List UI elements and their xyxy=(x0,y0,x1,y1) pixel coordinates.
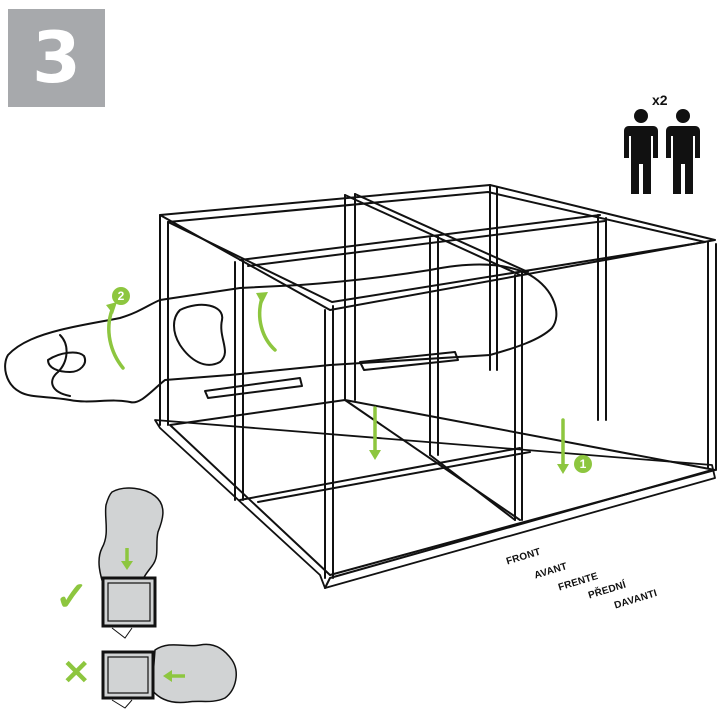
callout-badge-2: 2 xyxy=(112,287,130,305)
frame-bottom-mid-b xyxy=(344,399,521,521)
groundsheet-hole-right xyxy=(359,351,459,371)
pole-back-mid xyxy=(344,193,356,401)
step-number: 3 xyxy=(32,17,81,99)
callout-badge-1: 1 xyxy=(574,455,592,473)
check-icon: ✓ xyxy=(55,575,89,619)
floor-outline xyxy=(154,419,716,589)
step-number-box: 3 xyxy=(8,9,105,107)
frame-top-cross-b xyxy=(247,220,606,267)
frame-bottom-mid-c xyxy=(257,451,531,503)
fold-arrow-mid xyxy=(257,296,277,352)
front-label-fr: AVANT xyxy=(533,561,569,582)
drop-arrow-center-head xyxy=(369,450,381,460)
frame-top-outer xyxy=(159,184,716,311)
pole-front-left xyxy=(324,305,334,579)
front-labels: FRONT AVANT FRENTE PŘEDNÍ DAVANTI xyxy=(505,545,705,612)
frame-top-cross-d xyxy=(354,193,529,273)
pole-right-back xyxy=(597,214,607,421)
groundsheet-flap xyxy=(173,303,226,366)
people-count-label: x2 xyxy=(652,92,668,108)
fold-arrow-mid-head xyxy=(256,292,268,304)
pole-right-front xyxy=(707,241,717,471)
frame-bottom-mid-a xyxy=(239,447,521,501)
two-people-icon xyxy=(624,109,700,194)
groundsheet-hole-center xyxy=(204,377,303,399)
inset-wrong xyxy=(101,643,237,709)
frame-top-inner xyxy=(167,191,706,303)
front-label-en: FRONT xyxy=(505,546,543,568)
frame-top-cross-a xyxy=(239,214,601,261)
groundsheet-hole-left xyxy=(47,351,86,373)
groundsheet xyxy=(4,263,558,404)
fold-arrow-left xyxy=(107,308,125,370)
drop-arrow-right-head xyxy=(557,464,569,474)
fold-arrow-left-head xyxy=(106,302,117,314)
cross-icon: ✕ xyxy=(62,654,91,692)
inset-correct xyxy=(98,487,164,639)
pole-center xyxy=(429,235,439,456)
pole-back-left xyxy=(159,214,169,426)
person-icon xyxy=(666,109,700,194)
pole-mid-left xyxy=(234,259,244,501)
pole-mid-right xyxy=(514,271,523,521)
groundsheet-fold xyxy=(51,334,71,397)
person-icon xyxy=(624,109,658,194)
frame-bottom-mid-d xyxy=(429,454,516,521)
pole-back-right xyxy=(489,184,498,371)
